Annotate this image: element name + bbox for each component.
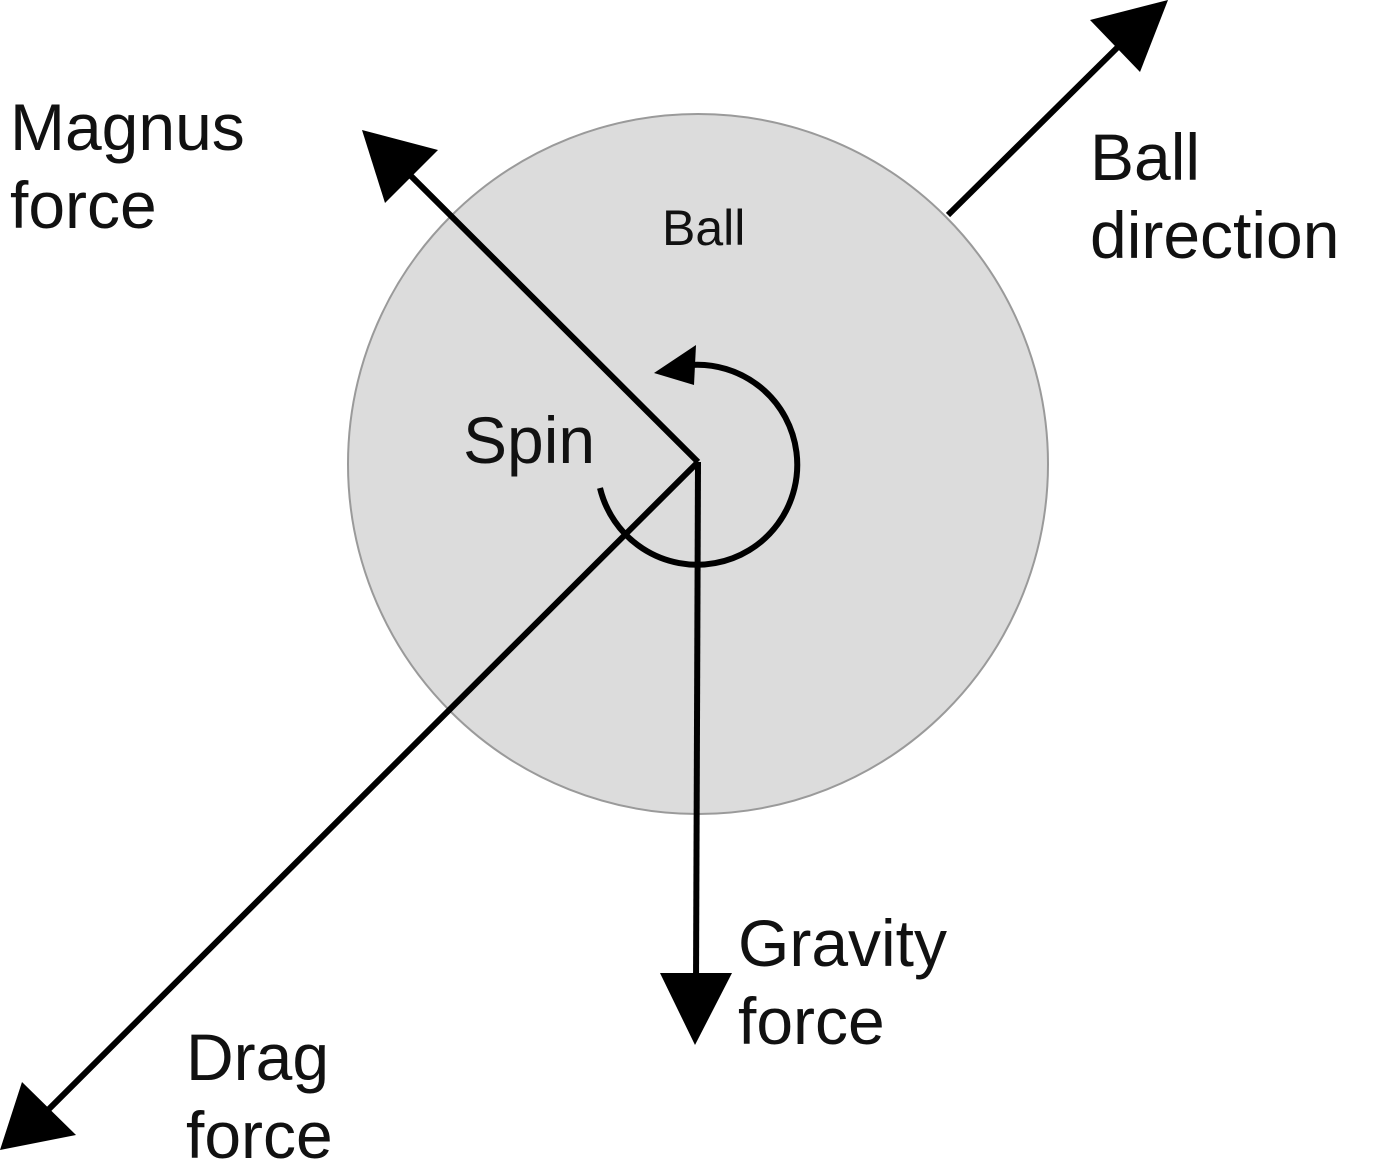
magnus-label-line1: Magnus	[10, 90, 245, 164]
magnus-force-label: Magnus force	[10, 90, 263, 242]
gravity-force-label: Gravity force	[738, 906, 965, 1058]
ball-label: Ball	[662, 200, 745, 256]
drag-label-line2: force	[186, 1098, 333, 1164]
ball-direction-label-line1: Ball	[1090, 120, 1200, 194]
magnus-force-arrow	[362, 130, 701, 465]
spin-arc	[597, 361, 801, 568]
drag-force-label: Drag force	[186, 1020, 347, 1164]
ball-direction-arrow	[945, 0, 1168, 218]
drag-label-line1: Drag	[186, 1020, 329, 1094]
spin-label: Spin	[463, 403, 595, 477]
magnus-label-line2: force	[10, 168, 157, 242]
gravity-label-line1: Gravity	[738, 906, 947, 980]
gravity-force-arrow	[660, 461, 732, 1045]
spin-arrow	[597, 345, 801, 568]
ball-direction-label-line2: direction	[1090, 198, 1339, 272]
gravity-label-line2: force	[738, 984, 885, 1058]
drag-force-arrow	[0, 459, 701, 1150]
ball-direction-label: Ball direction	[1090, 120, 1339, 272]
